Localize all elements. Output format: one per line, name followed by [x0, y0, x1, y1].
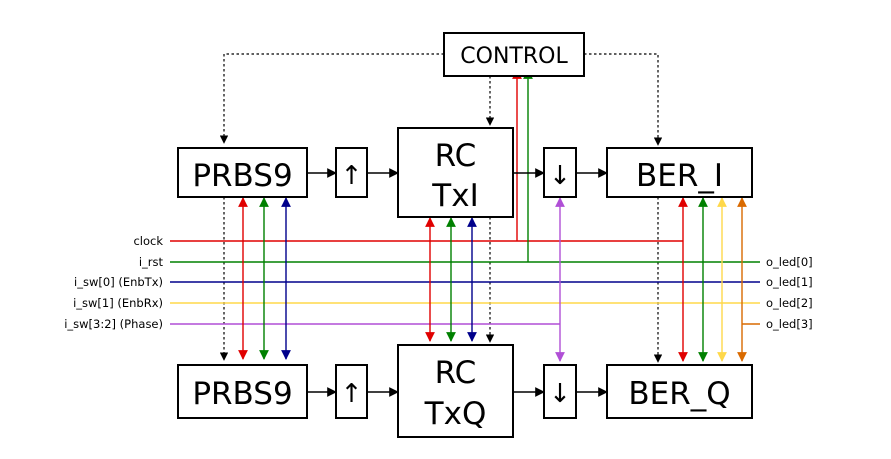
downsampler-bottom-icon: ↓ [549, 379, 571, 409]
upsampler-top-block[interactable]: ↑ [335, 147, 368, 198]
output-led2-label: o_led[2] [766, 296, 813, 310]
upsampler-top-icon: ↑ [341, 161, 363, 191]
control-label: CONTROL [460, 44, 568, 69]
input-sw32-label: i_sw[3:2] (Phase) [64, 317, 163, 331]
signal-taps [238, 197, 747, 362]
output-led3-label: o_led[3] [766, 317, 813, 331]
upsampler-bottom-block[interactable]: ↑ [335, 364, 368, 419]
rc-txq-label-2: TxQ [424, 396, 487, 432]
rc-txq-label-1: RC [435, 355, 477, 391]
downsampler-bottom-block[interactable]: ↓ [543, 364, 577, 419]
ctrl-to-prbs-top [219, 53, 444, 144]
ber-i-label: BER_I [636, 158, 723, 194]
ber-q-block[interactable]: BER_Q [606, 364, 753, 419]
output-led0-label: o_led[0] [766, 255, 813, 269]
prbs-bottom-label: PRBS9 [192, 376, 292, 412]
control-block[interactable]: CONTROL [443, 32, 585, 77]
rc-txi-label-1: RC [435, 138, 477, 174]
ber-q-label: BER_Q [628, 376, 730, 412]
prbs-bottom-block[interactable]: PRBS9 [177, 364, 308, 419]
rc-txi-block[interactable]: RC TxI [397, 127, 514, 218]
rc-txi-label-2: TxI [431, 178, 478, 214]
prbs-top-block[interactable]: PRBS9 [177, 147, 308, 198]
ctrl-to-ber-i [584, 53, 663, 146]
ber-i-block[interactable]: BER_I [606, 147, 753, 198]
dataflow-arrows [307, 168, 608, 397]
rc-txq-block[interactable]: RC TxQ [397, 344, 514, 438]
prbs-top-label: PRBS9 [192, 158, 292, 194]
control-dotted-lines [219, 53, 663, 363]
output-led1-label: o_led[1] [766, 275, 813, 289]
upsampler-bottom-icon: ↑ [341, 379, 363, 409]
downsampler-top-block[interactable]: ↓ [543, 147, 577, 198]
input-sw1-label: i_sw[1] (EnbRx) [73, 296, 163, 310]
input-sw0-label: i_sw[0] (EnbTx) [74, 275, 163, 289]
downsampler-top-icon: ↓ [549, 161, 571, 191]
input-clock-label: clock [133, 234, 163, 248]
input-labels: clock i_rst i_sw[0] (EnbTx) i_sw[1] (Enb… [64, 234, 163, 331]
output-labels: o_led[0] o_led[1] o_led[2] o_led[3] [766, 255, 813, 331]
input-rst-label: i_rst [139, 255, 164, 269]
